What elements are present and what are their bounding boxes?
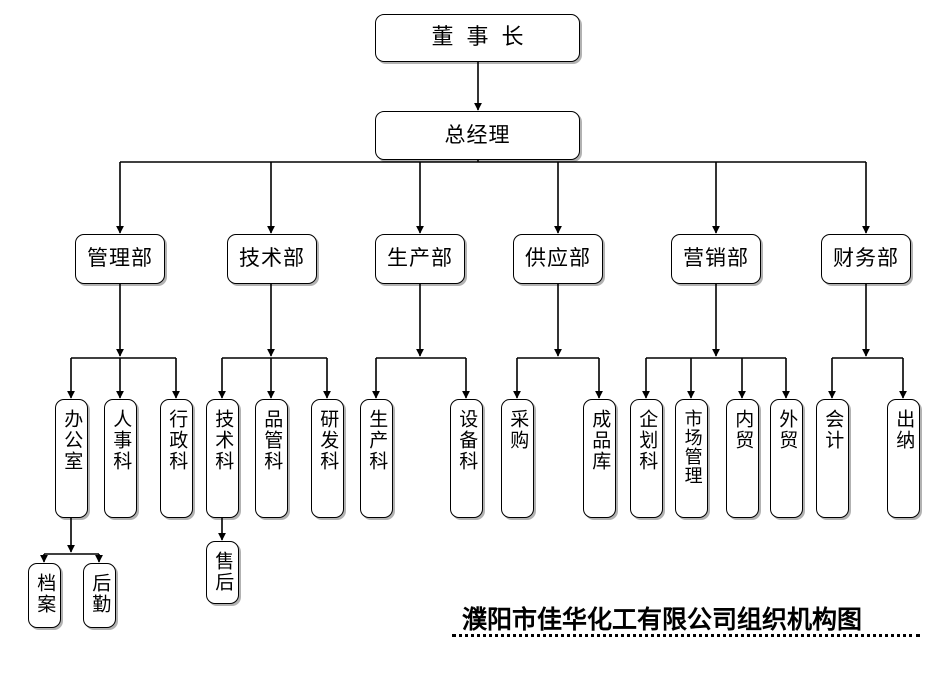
node-general-manager-label: 总经理 <box>444 122 511 147</box>
node-planning[interactable]: 企划科 <box>630 399 663 518</box>
node-office-label: 办公室 <box>61 409 84 472</box>
node-rnd[interactable]: 研发科 <box>311 399 344 518</box>
node-cashier[interactable]: 出纳 <box>887 399 920 518</box>
node-archives[interactable]: 档案 <box>28 563 61 628</box>
node-accounting[interactable]: 会计 <box>816 399 849 518</box>
node-warehouse-label: 成品库 <box>589 409 612 472</box>
node-planning-label: 企划科 <box>636 409 659 472</box>
node-logistics[interactable]: 后勤 <box>83 563 116 628</box>
node-cashier-label: 出纳 <box>893 409 916 451</box>
node-logistics-label: 后勤 <box>89 573 112 615</box>
node-dept-technology[interactable]: 技术部 <box>227 234 317 284</box>
node-quality[interactable]: 品管科 <box>255 399 288 518</box>
node-purchasing-label: 采购 <box>507 409 530 451</box>
node-prod-section[interactable]: 生产科 <box>360 399 393 518</box>
node-dept-supply-label: 供应部 <box>525 246 591 271</box>
node-tech-section[interactable]: 技术科 <box>206 399 239 518</box>
node-dept-production[interactable]: 生产部 <box>375 234 465 284</box>
node-domestic-trade-label: 内贸 <box>732 409 755 451</box>
node-after-sales[interactable]: 售后 <box>206 541 239 604</box>
node-dept-technology-label: 技术部 <box>239 246 305 271</box>
node-warehouse[interactable]: 成品库 <box>583 399 616 518</box>
node-dept-finance[interactable]: 财务部 <box>821 234 911 284</box>
node-hr-label: 人事科 <box>110 409 133 472</box>
node-chairman-label: 董事长 <box>431 24 537 50</box>
node-dept-production-label: 生产部 <box>387 246 453 271</box>
node-after-sales-label: 售后 <box>212 551 235 593</box>
node-quality-label: 品管科 <box>261 409 284 472</box>
node-market-mgmt-label: 市场管理 <box>681 409 703 485</box>
node-dept-management[interactable]: 管理部 <box>75 234 165 284</box>
node-admin-label: 行政科 <box>166 409 189 472</box>
node-foreign-trade-label: 外贸 <box>776 409 799 451</box>
node-domestic-trade[interactable]: 内贸 <box>726 399 759 518</box>
node-dept-management-label: 管理部 <box>87 246 153 271</box>
chart-title: 濮阳市佳华化工有限公司组织机构图 <box>462 605 863 634</box>
node-dept-finance-label: 财务部 <box>833 246 899 271</box>
node-prod-section-label: 生产科 <box>366 409 389 472</box>
node-market-mgmt[interactable]: 市场管理 <box>675 399 708 518</box>
node-hr[interactable]: 人事科 <box>104 399 137 518</box>
node-dept-marketing[interactable]: 营销部 <box>671 234 761 284</box>
node-office[interactable]: 办公室 <box>55 399 88 518</box>
node-purchasing[interactable]: 采购 <box>501 399 534 518</box>
node-dept-marketing-label: 营销部 <box>683 246 749 271</box>
node-dept-supply[interactable]: 供应部 <box>513 234 603 284</box>
node-tech-section-label: 技术科 <box>212 409 235 472</box>
node-equipment-label: 设备科 <box>456 409 479 472</box>
node-rnd-label: 研发科 <box>317 409 340 472</box>
node-accounting-label: 会计 <box>822 409 845 451</box>
node-chairman[interactable]: 董事长 <box>375 14 580 62</box>
node-equipment[interactable]: 设备科 <box>450 399 483 518</box>
chart-title-underline <box>452 634 920 637</box>
node-general-manager[interactable]: 总经理 <box>375 111 580 160</box>
node-archives-label: 档案 <box>34 573 57 615</box>
node-foreign-trade[interactable]: 外贸 <box>770 399 803 518</box>
node-admin[interactable]: 行政科 <box>160 399 193 518</box>
